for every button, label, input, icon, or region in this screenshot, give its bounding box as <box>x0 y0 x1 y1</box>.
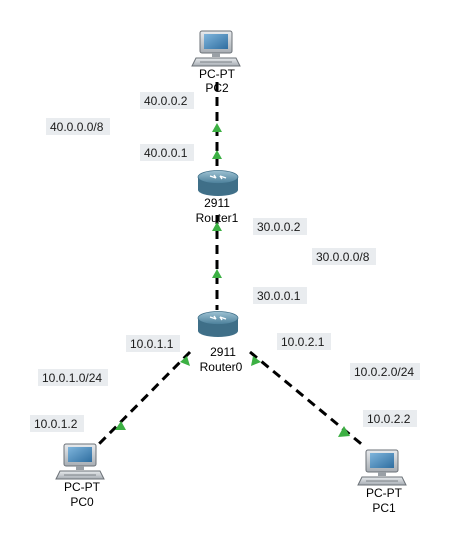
device-router0[interactable]: 2911 Router0 <box>197 311 243 375</box>
device-name-label: PC2 <box>205 81 229 95</box>
device-name-label: Router0 <box>200 360 243 374</box>
link-status-up-icon <box>338 426 350 437</box>
network-label-40: 40.0.0.0/8 <box>46 118 110 135</box>
network-label-text: 40.0.0.0/8 <box>50 120 104 134</box>
device-pc0[interactable]: PC-PT PC0 <box>55 443 105 509</box>
network-label-text: 10.0.2.0/24 <box>354 365 414 379</box>
pc-icon <box>191 30 241 67</box>
device-model-label: PC-PT <box>64 480 101 494</box>
ip-label-text: 30.0.0.1 <box>257 289 301 303</box>
ip-label-text: 10.0.1.2 <box>34 417 78 431</box>
network-label-10-1: 10.0.1.0/24 <box>38 369 108 386</box>
ip-label-router0-30: 30.0.0.1 <box>253 287 307 304</box>
device-name-label: PC1 <box>372 501 396 515</box>
ip-label-text: 30.0.0.2 <box>257 220 301 234</box>
ip-label-text: 40.0.0.2 <box>144 94 188 108</box>
link-status-up-icon <box>251 356 261 366</box>
ip-label-pc0: 10.0.1.2 <box>30 415 84 432</box>
network-label-10-2: 10.0.2.0/24 <box>350 363 420 380</box>
link-status-up-icon <box>212 222 222 231</box>
router-icon <box>197 170 239 196</box>
network-label-30: 30.0.0.0/8 <box>312 248 376 265</box>
link-status-up-icon <box>212 123 222 132</box>
network-label-text: 30.0.0.0/8 <box>316 250 370 264</box>
ip-label-router0-10-1: 10.0.1.1 <box>126 335 180 352</box>
device-pc2[interactable]: PC-PT PC2 <box>191 30 241 95</box>
ip-label-pc2: 40.0.0.2 <box>140 92 194 109</box>
ip-label-pc1: 10.0.2.2 <box>363 410 417 427</box>
network-label-text: 10.0.1.0/24 <box>42 371 102 385</box>
ip-label-router1-40: 40.0.0.1 <box>140 144 194 161</box>
ip-label-router0-10-2: 10.0.2.1 <box>277 333 331 350</box>
device-model-label: PC-PT <box>366 486 403 500</box>
ip-label-text: 10.0.1.1 <box>130 337 174 351</box>
ip-label-router1-30: 30.0.0.2 <box>253 218 307 235</box>
device-pc1[interactable]: PC-PT PC1 <box>357 449 407 515</box>
device-name-label: PC0 <box>70 495 94 509</box>
device-name-label: Router1 <box>196 211 239 225</box>
pc-icon <box>55 443 105 480</box>
device-model-label: 2911 <box>210 345 236 359</box>
ip-label-text: 10.0.2.2 <box>367 412 411 426</box>
link-router0-pc0[interactable] <box>93 350 192 450</box>
device-router1[interactable]: 2911 Router1 <box>196 170 239 226</box>
link-status-up-icon <box>180 356 190 366</box>
pc-icon <box>357 449 407 486</box>
link-status-up-icon <box>212 269 222 278</box>
link-status-up-icon <box>212 150 222 159</box>
ip-label-text: 40.0.0.1 <box>144 146 188 160</box>
device-model-label: PC-PT <box>199 67 236 81</box>
router-icon <box>197 311 239 337</box>
ip-label-text: 10.0.2.1 <box>281 335 325 349</box>
link-status-up-icon <box>115 421 126 430</box>
device-model-label: 2911 <box>204 196 230 210</box>
